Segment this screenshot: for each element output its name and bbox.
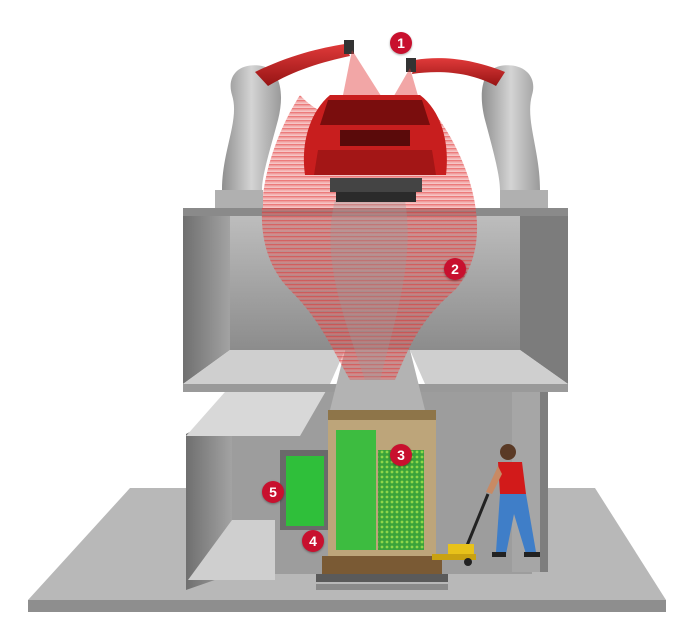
- filter-base: [322, 556, 442, 574]
- marker-2: 2: [444, 258, 466, 280]
- marker-5: 5: [262, 481, 284, 503]
- marker-1: 1: [390, 32, 412, 54]
- filter-panel-green: [336, 430, 376, 550]
- floor-front-edge: [28, 600, 666, 612]
- marker-3: 3: [390, 444, 412, 466]
- marker-4: 4: [302, 530, 324, 552]
